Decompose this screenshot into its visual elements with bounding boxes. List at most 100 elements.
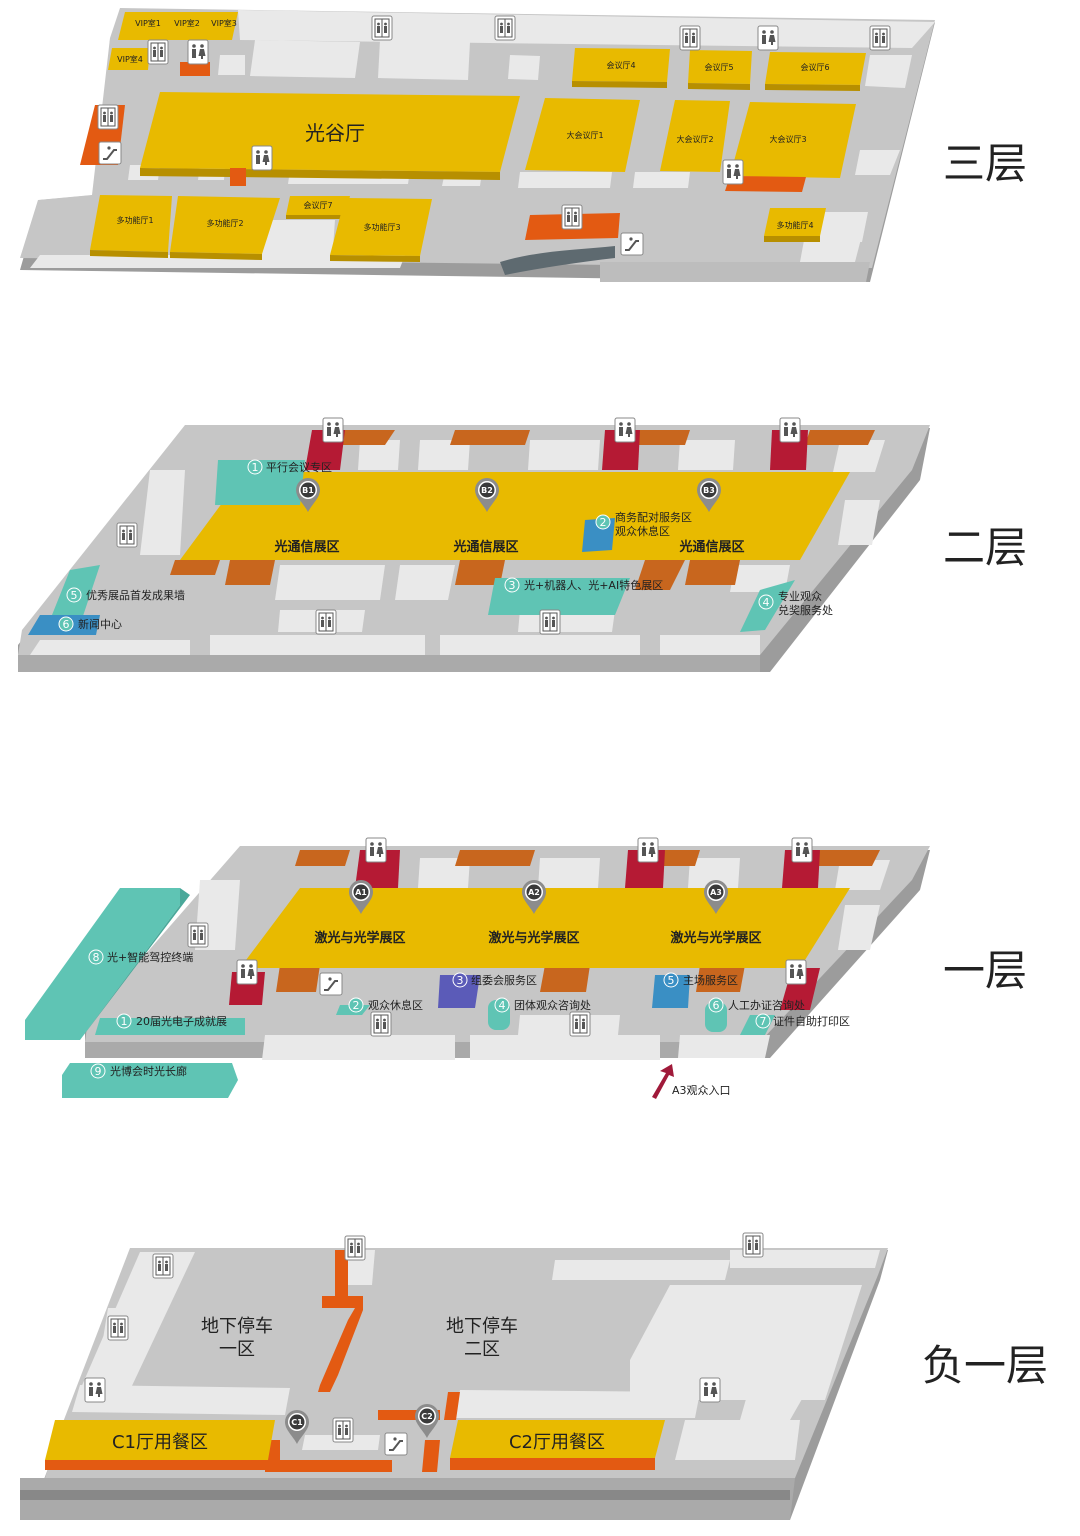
vip3-label: VIP室3 <box>211 18 237 28</box>
zone-label-2: 光通信展区 <box>452 539 518 555</box>
zone-label-3: 光通信展区 <box>678 539 744 555</box>
area-label: 20届光电子成就展 <box>136 1014 227 1028</box>
restroom-icon <box>785 959 807 985</box>
area-label: 优秀展品首发成果墙 <box>86 588 185 602</box>
restroom-icon <box>637 837 659 863</box>
elevator-icon <box>147 39 169 65</box>
vip1-label: VIP室1 <box>135 18 161 28</box>
elevator-icon <box>494 15 516 41</box>
area-label: 团体观众咨询处 <box>514 998 591 1012</box>
area-num: 1 <box>121 1015 128 1028</box>
restroom-icon <box>187 39 209 65</box>
multi-hall-2-label: 多功能厅2 <box>206 218 243 228</box>
area-label: 兑奖服务处 <box>778 603 833 617</box>
floor-1-title: 一层 <box>943 946 1027 995</box>
elevator-icon <box>315 609 337 635</box>
area-label: 平行会议专区 <box>266 460 332 474</box>
elevator-icon <box>187 922 209 948</box>
area-num: 7 <box>760 1015 767 1028</box>
multi-hall-1-label: 多功能厅1 <box>116 215 153 225</box>
parking-1-line2: 一区 <box>219 1339 255 1360</box>
elevator-icon <box>869 25 891 51</box>
big-hall-1-label: 大会议厅1 <box>566 130 603 140</box>
elevator-icon <box>116 522 138 548</box>
area-label: 专业观众 <box>778 589 822 603</box>
restroom-icon <box>84 1377 106 1403</box>
restroom-icon <box>722 159 744 185</box>
pin-a2-label: A2 <box>528 888 540 897</box>
restroom-icon <box>699 1377 721 1403</box>
area-label: 光+机器人、光+AI特色展区 <box>524 578 663 592</box>
dining-c1-label: C1厅用餐区 <box>112 1432 208 1453</box>
area-num: 4 <box>499 999 506 1012</box>
floor-2-title: 二层 <box>943 523 1027 572</box>
big-hall-2-label: 大会议厅2 <box>676 134 713 144</box>
area-num: 2 <box>353 999 360 1012</box>
area-num: 5 <box>668 974 675 987</box>
area-num: 3 <box>457 974 464 987</box>
restroom-icon <box>757 25 779 51</box>
restroom-icon <box>236 959 258 985</box>
elevator-icon <box>344 1235 366 1261</box>
restroom-icon <box>322 417 344 443</box>
floor-3-title: 三层 <box>943 139 1027 188</box>
floor-1: A1 A2 A3 激光与光学展区 激光与光学展区 激光与光学展区 1 20届光电… <box>25 837 1027 1099</box>
zone-label-1: 激光与光学展区 <box>314 930 405 946</box>
area-label: 光+智能驾控终端 <box>107 950 193 964</box>
pin-c1-label: C1 <box>291 1418 303 1427</box>
restroom-icon <box>791 837 813 863</box>
elevator-icon <box>370 1011 392 1037</box>
floor-b1-title: 负一层 <box>922 1341 1048 1390</box>
elevator-icon <box>742 1232 764 1258</box>
multi-hall-3-label: 多功能厅3 <box>363 222 400 232</box>
area-label: 商务配对服务区 <box>615 510 692 524</box>
floor-b1: C1厅用餐区 C2厅用餐区 地下停车 一区 地下停车 二区 C1 C2 负一层 <box>20 1232 1048 1520</box>
area-num: 5 <box>71 589 78 602</box>
floor-2: B1 B2 B3 光通信展区 光通信展区 光通信展区 1 平行会议专区 2 商务… <box>18 417 1027 672</box>
area-label: 观众休息区 <box>368 998 423 1012</box>
area-num: 6 <box>63 618 70 631</box>
floor-3: VIP室1 VIP室2 VIP室3 VIP室4 光谷厅 会议厅4 会议厅5 会议… <box>20 8 1027 282</box>
elevator-icon <box>561 204 583 230</box>
elevator-icon <box>152 1253 174 1279</box>
guanggu-hall-label: 光谷厅 <box>305 121 365 145</box>
area-label: 证件自助打印区 <box>773 1014 850 1028</box>
escalator-icon <box>319 972 343 996</box>
parking-2-line2: 二区 <box>464 1339 500 1360</box>
elevator-icon <box>569 1011 591 1037</box>
zone-label-1: 光通信展区 <box>273 539 339 555</box>
area-num: 6 <box>713 999 720 1012</box>
big-hall-3-label: 大会议厅3 <box>769 134 806 144</box>
area-num: 3 <box>509 579 516 592</box>
meeting-room-7-label: 会议厅7 <box>303 200 332 210</box>
parking-1-line1: 地下停车 <box>201 1316 273 1337</box>
meeting-room-4-label: 会议厅4 <box>606 60 635 70</box>
pin-b1-label: B1 <box>302 486 314 495</box>
zone-label-3: 激光与光学展区 <box>670 930 761 946</box>
pin-c2-label: C2 <box>421 1412 432 1421</box>
meeting-room-5-label: 会议厅5 <box>704 62 733 72</box>
escalator-icon <box>384 1432 408 1456</box>
vip2-label: VIP室2 <box>174 18 200 28</box>
escalator-icon <box>98 141 122 165</box>
area-num: 8 <box>93 951 100 964</box>
elevator-icon <box>679 25 701 51</box>
arrow-up-icon <box>652 1064 674 1099</box>
pin-b2-label: B2 <box>481 486 493 495</box>
area-label: 光博会时光长廊 <box>110 1064 187 1078</box>
restroom-icon <box>365 837 387 863</box>
entrance-label[interactable]: A3观众入口 <box>672 1084 731 1097</box>
area-num: 4 <box>763 596 770 609</box>
restroom-icon <box>779 417 801 443</box>
meeting-room-6-label: 会议厅6 <box>800 62 829 72</box>
area-num: 9 <box>95 1065 102 1078</box>
dining-c2-label: C2厅用餐区 <box>509 1432 605 1453</box>
elevator-icon <box>107 1315 129 1341</box>
elevator-icon <box>371 15 393 41</box>
restroom-icon <box>251 145 273 171</box>
area-label: 组委会服务区 <box>471 973 537 987</box>
elevator-icon <box>332 1417 354 1443</box>
area-label: 新闻中心 <box>78 617 122 631</box>
elevator-icon <box>539 609 561 635</box>
